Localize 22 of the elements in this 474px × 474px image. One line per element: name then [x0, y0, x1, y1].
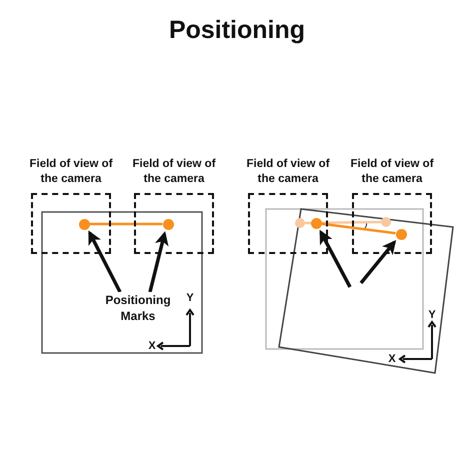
view-label: Field of view of the camera — [245, 157, 331, 187]
positioning-mark — [162, 218, 174, 230]
arrow — [360, 240, 396, 284]
positioning-mark — [381, 217, 391, 227]
title: Positioning — [168, 16, 306, 45]
arrow — [88, 230, 122, 293]
positioning-mark — [78, 218, 90, 230]
axis-label: Y — [428, 309, 436, 321]
arrow — [319, 230, 352, 288]
positioning-mark — [396, 228, 406, 240]
connecting-line — [90, 222, 162, 226]
view-label: Field of view of the camera — [28, 157, 114, 187]
axis-label: X — [388, 353, 396, 365]
positioning-mark — [310, 218, 322, 228]
view-label: Field of view of the camera — [131, 157, 217, 187]
axis-label: X — [148, 340, 156, 352]
axis-label: Y — [186, 292, 194, 304]
view-label: Field of view of the camera — [349, 157, 435, 187]
positioning-mark — [295, 218, 305, 228]
connecting-line — [304, 220, 382, 224]
arrow — [148, 231, 169, 292]
connecting-line — [321, 222, 396, 235]
